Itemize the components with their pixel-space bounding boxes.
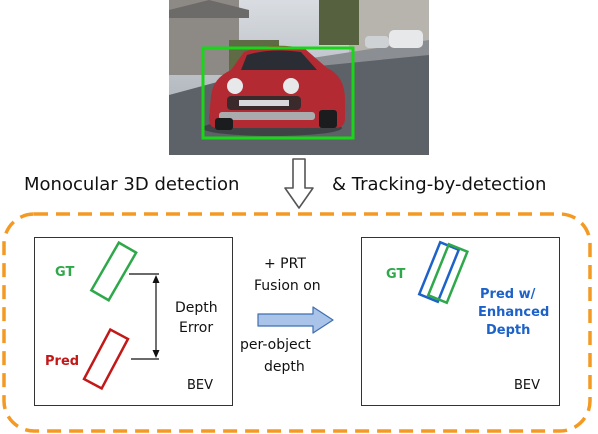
right-arrow-icon bbox=[257, 306, 334, 334]
detection-box bbox=[201, 46, 355, 140]
parked-car bbox=[389, 30, 423, 48]
depth-error-label-line1: Depth bbox=[175, 300, 218, 316]
fusion-text-line1: + PRT bbox=[264, 256, 306, 272]
caption-tracking: & Tracking-by-detection bbox=[332, 174, 547, 195]
gt-label: GT bbox=[55, 265, 75, 280]
fusion-text-line3: per-object bbox=[240, 337, 311, 353]
gt-box bbox=[426, 242, 470, 305]
fusion-text-line4: depth bbox=[264, 359, 305, 375]
red-car bbox=[202, 45, 345, 136]
dashed-frame bbox=[2, 212, 592, 433]
parked-car bbox=[365, 36, 389, 48]
bev-panel-after: GT Pred w/ Enhanced Depth BEV bbox=[361, 237, 560, 406]
enhanced-pred-box bbox=[417, 240, 461, 304]
pred-box bbox=[82, 327, 130, 391]
arrowhead-up-icon bbox=[152, 275, 160, 283]
tree bbox=[319, 0, 359, 45]
house-roof bbox=[169, 0, 249, 18]
pred-label: Pred bbox=[45, 354, 80, 369]
enhanced-pred-label-line2: Enhanced bbox=[478, 305, 550, 320]
bev-diagram bbox=[417, 240, 470, 305]
gt-box bbox=[89, 240, 138, 302]
depth-error-label-line2: Error bbox=[179, 320, 214, 336]
enhanced-pred-label-line1: Pred w/ bbox=[480, 287, 536, 302]
bev-panel-before: GT Pred Depth Error BEV bbox=[34, 237, 233, 406]
down-arrow-icon bbox=[284, 158, 314, 209]
bev-label: BEV bbox=[514, 378, 541, 393]
camera-image bbox=[169, 0, 429, 155]
bev-diagram bbox=[82, 240, 160, 391]
enhanced-pred-label-line3: Depth bbox=[486, 323, 531, 338]
caption-monocular: Monocular 3D detection bbox=[24, 174, 240, 195]
arrowhead-down-icon bbox=[152, 350, 160, 358]
gt-label: GT bbox=[386, 267, 406, 282]
bev-label: BEV bbox=[187, 378, 214, 393]
fusion-text-line2: Fusion on bbox=[254, 278, 321, 294]
